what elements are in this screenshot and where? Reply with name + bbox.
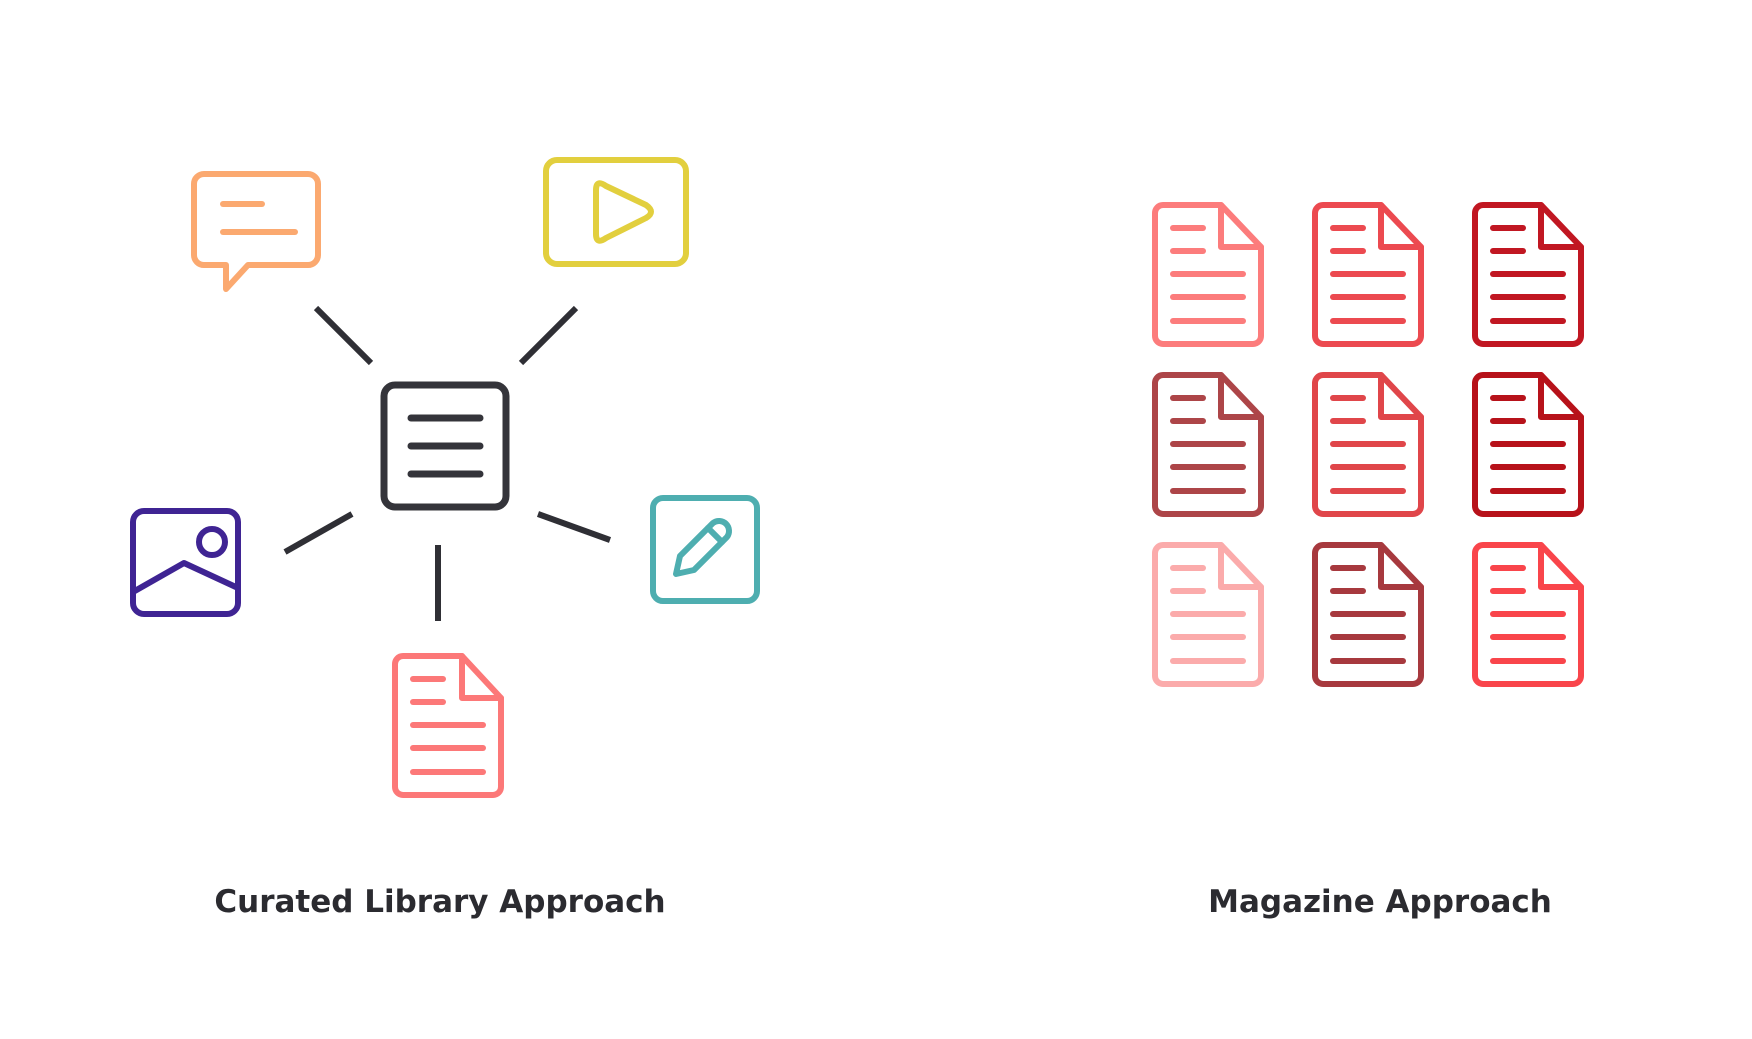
- document-icon: [1312, 202, 1424, 347]
- document-icon: [1152, 372, 1264, 517]
- image-icon: [130, 508, 241, 617]
- play-video-icon: [543, 157, 689, 267]
- document-icon: [1312, 372, 1424, 517]
- document-lines-icon: [380, 381, 510, 511]
- curated-library-caption: Curated Library Approach: [214, 884, 666, 920]
- document-icon: [1312, 542, 1424, 687]
- pencil-edit-icon: [650, 495, 760, 604]
- magazine-document-grid: [1152, 202, 1584, 687]
- connector-image: [283, 511, 354, 555]
- connector-lines: [283, 305, 612, 621]
- connector-edit: [536, 511, 612, 543]
- connector-video: [518, 305, 579, 366]
- document-icon: [1472, 542, 1584, 687]
- document-icon: [392, 653, 504, 798]
- document-icon: [1472, 372, 1584, 517]
- document-icon: [1152, 542, 1264, 687]
- chat-bubble-icon: [191, 171, 321, 292]
- document-icon: [1152, 202, 1264, 347]
- connector-chat: [313, 305, 374, 366]
- document-icon: [1472, 202, 1584, 347]
- magazine-caption: Magazine Approach: [1208, 884, 1552, 920]
